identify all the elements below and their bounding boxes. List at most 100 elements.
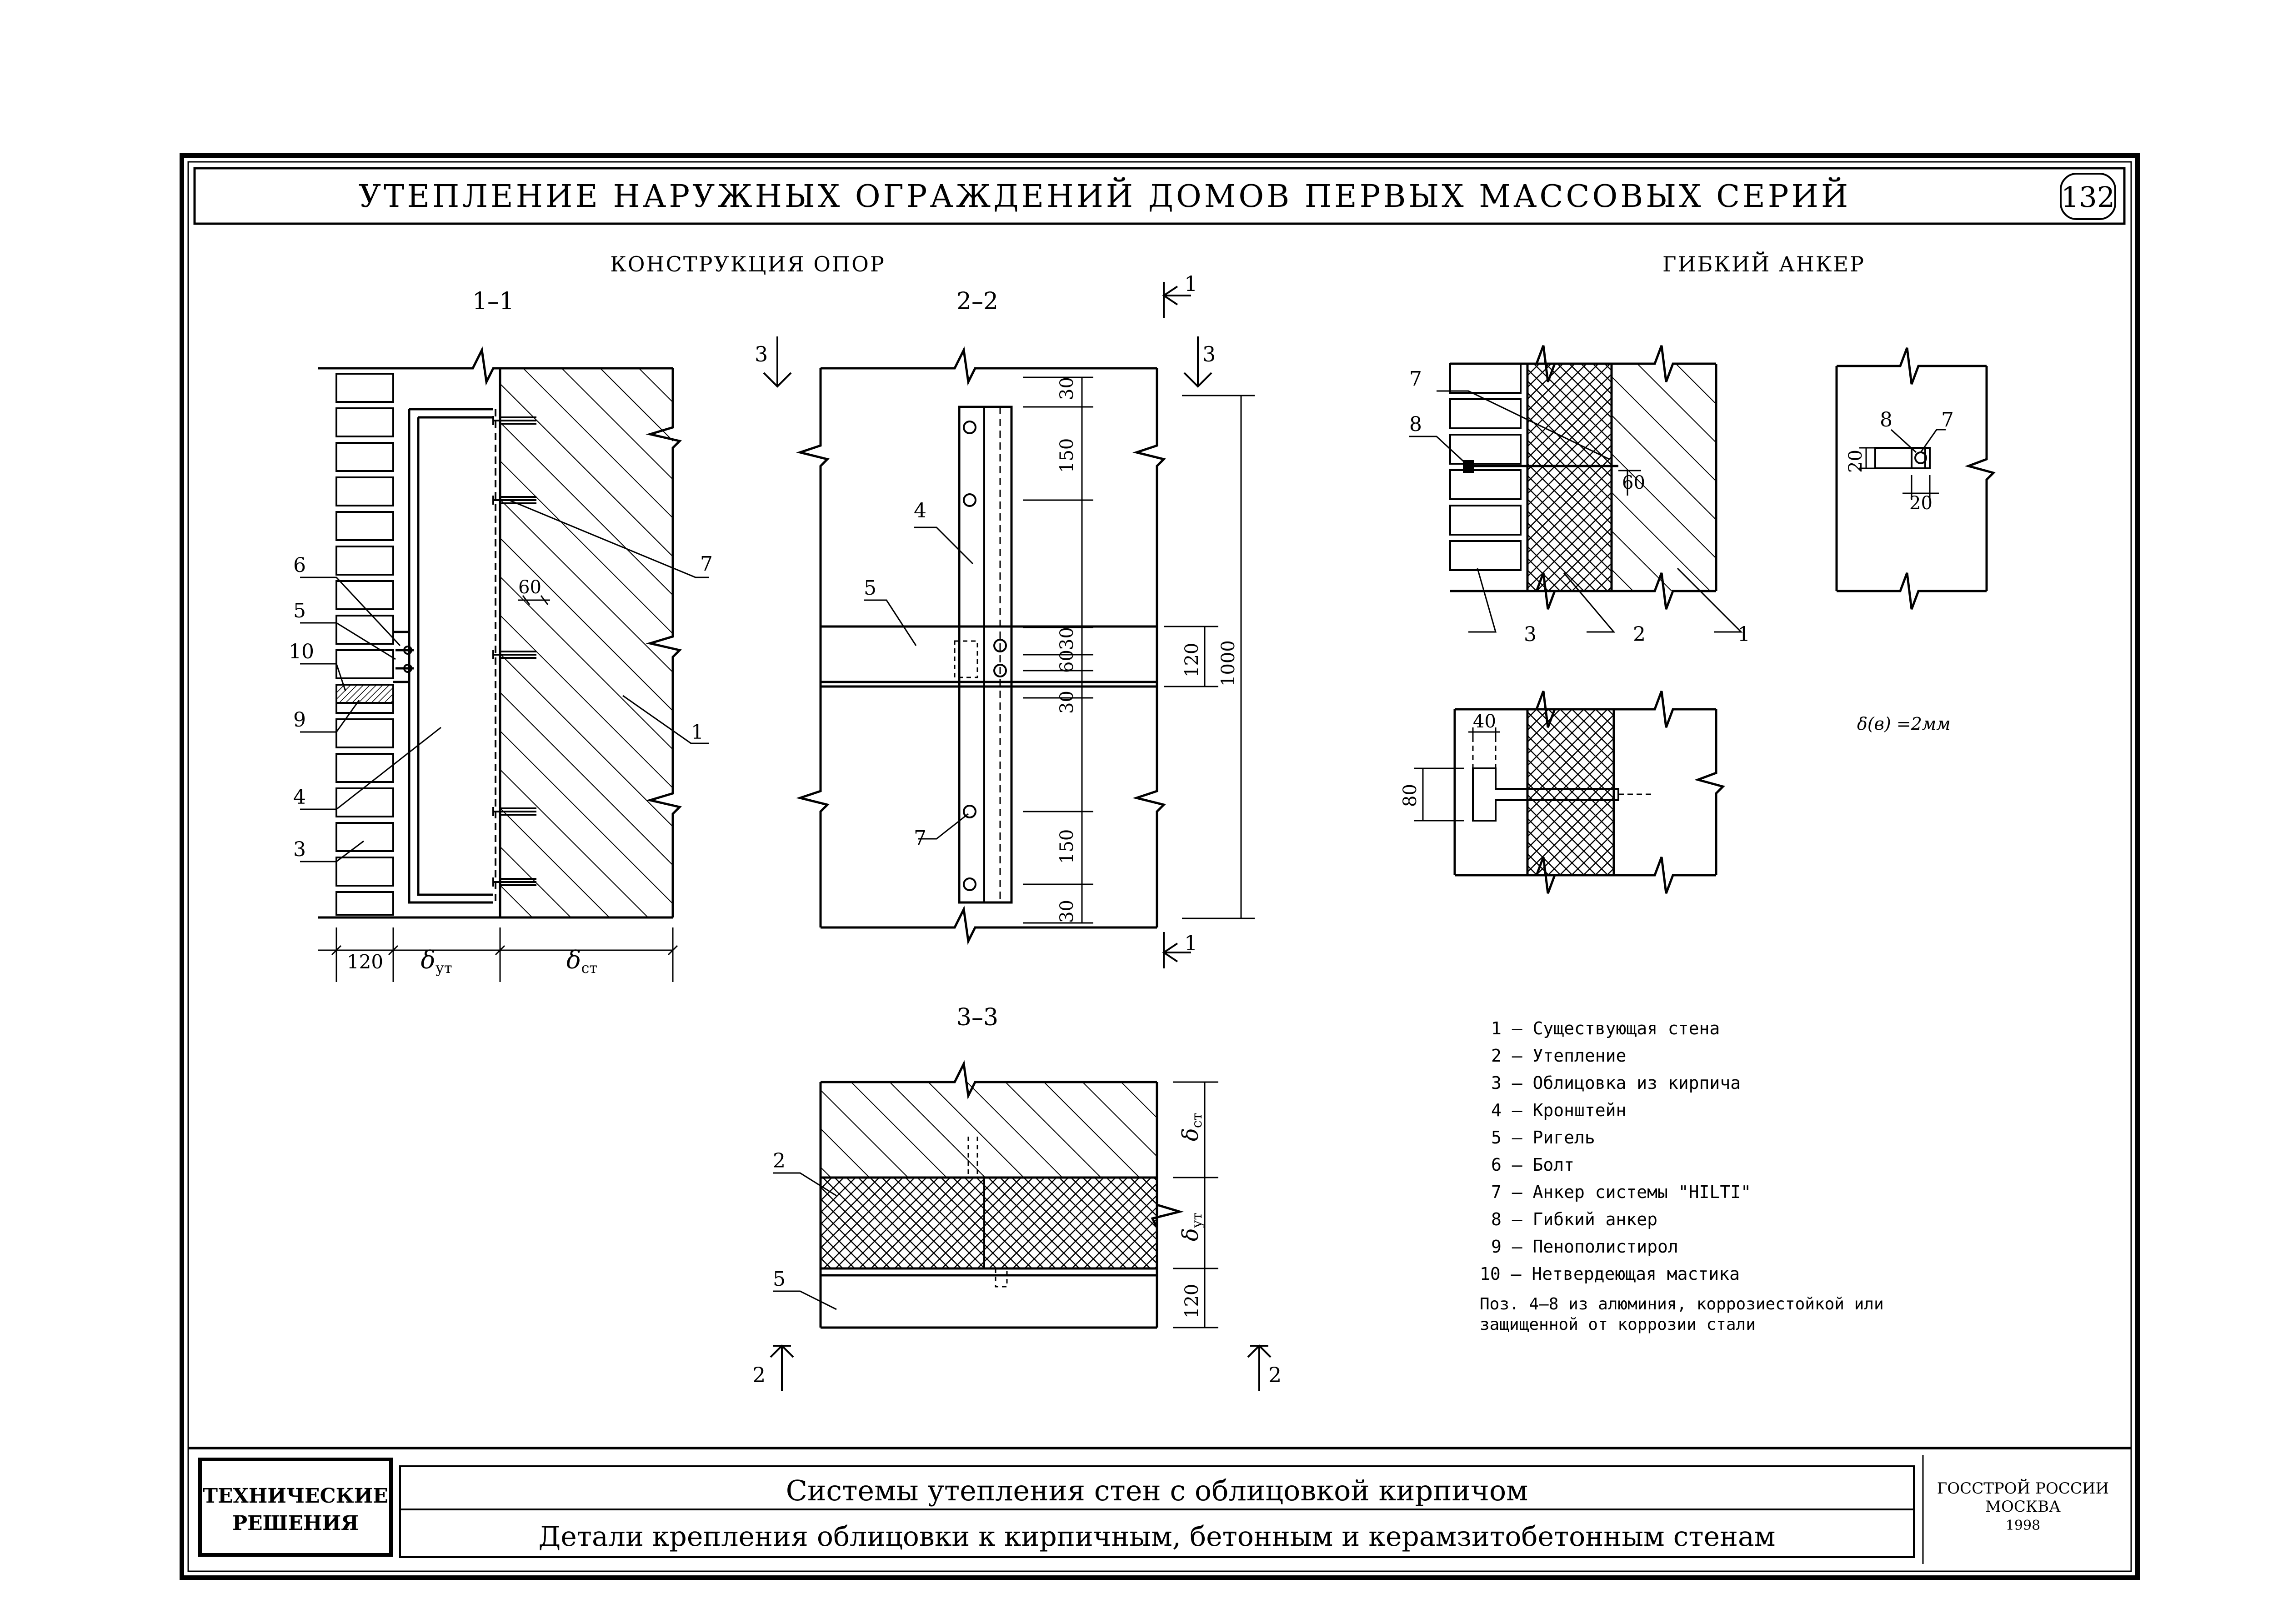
cut-mark-1-bottom: 1 [1184,931,1197,955]
title-block-category-2: РЕШЕНИЯ [232,1512,359,1535]
sheet-title: УТЕПЛЕНИЕ НАРУЖНЫХ ОГРАЖДЕНИЙ ДОМОВ ПЕРВ… [359,177,1851,215]
sheet-frame [180,153,2140,1580]
callout-5-3-3: 5 [773,1268,786,1291]
callout-7-anchor: 7 [1409,367,1422,391]
legend-item-1: 1 – Существующая стена [1491,1018,1720,1038]
callout-1-anchor: 1 [1737,623,1750,646]
bracket-holes [963,421,1007,891]
section-3-3: 3–3 δст δут 120 2 2 2 5 [752,1004,1282,1391]
dim-30-mid2: 30 [1056,691,1077,714]
callout-3-anchor: 3 [1524,623,1537,646]
section-2-2: 2–2 30 150 30 60 30 150 30 120 1000 3 [755,271,1255,968]
dim-delta-st-3-3: δст [1178,1113,1205,1141]
dim-40: 40 [1473,711,1496,732]
callout-5-2-2: 5 [864,576,876,600]
legend-item-7: 7 – Анкер системы "HILTI" [1491,1182,1751,1202]
dim-20-vertical: 20 [1845,450,1866,473]
callout-9-1-1: 9 [293,708,306,732]
callout-2-3-3: 2 [773,1149,786,1173]
dim-150-top: 150 [1056,438,1077,473]
page-number: 132 [2061,180,2115,214]
legend-item-5: 5 – Ригель [1491,1128,1595,1148]
dim-20-horizontal: 20 [1909,493,1933,514]
dim-delta-ut-3-3: δут [1178,1213,1205,1241]
dim-delta-st-sub: ст [581,959,597,977]
dim-delta-st: δст [566,946,597,977]
callout-3-1-1: 3 [293,838,306,861]
dim-120-1-1: 120 [347,951,383,973]
legend-item-9: 9 – Пенополистирол [1491,1237,1678,1257]
section-3-3-label: 3–3 [956,1004,998,1031]
dim-120-2-2: 120 [1182,643,1202,677]
callout-7-1-1: 7 [700,552,713,576]
existing-wall-hatch [500,368,673,917]
section-2-2-label: 2–2 [956,288,998,315]
dim-1000: 1000 [1218,640,1239,687]
dim-60-mid: 60 [1056,650,1077,673]
callout-7-2-2: 7 [914,827,926,850]
cut-mark-3-left: 3 [755,342,768,366]
dim-delta-st-3-3-sub: ст [1189,1113,1205,1128]
callout-10-1-1: 10 [289,640,314,663]
legend-item-3: 3 – Облицовка из кирпича [1491,1073,1741,1093]
note-line-2: защищенной от коррозии стали [1480,1315,1756,1334]
legend-item-2: 2 – Утепление [1491,1046,1626,1066]
dim-delta-ut: δут [421,946,452,977]
insulation-anchor [1526,362,1613,592]
cut-mark-2-left: 2 [752,1363,766,1387]
title-block-org-3: 1998 [2006,1518,2040,1534]
wall-hatch-3-3 [821,1082,1157,1178]
brick-cladding [335,373,394,916]
callout-8-anchor: 8 [1409,413,1422,436]
callout-1-1-1: 1 [691,721,704,744]
dim-60-1-1: 60 [518,577,541,598]
callout-2-anchor: 2 [1633,623,1646,646]
thickness-note: δ(в) =2мм [1857,714,1951,734]
hilti-anchors [492,416,536,887]
title-block-org-1: ГОССТРОЙ РОССИИ [1937,1479,2109,1498]
cut-mark-3-right: 3 [1202,342,1216,366]
title-block-name-2: Детали крепления облицовки к кирпичным, … [539,1521,1776,1553]
callout-4-1-1: 4 [293,786,306,809]
title-block-org-2: МОСКВА [1985,1498,2061,1516]
flexible-anchor-section: 60 7 8 3 2 1 20 20 8 7 40 80 δ(в) =2мм [1400,345,1996,894]
dim-delta-ut-symbol: δ [421,946,436,974]
dim-delta-ut-sub: ут [436,959,452,977]
section-1-1: 1–1 [289,288,713,982]
callout-7-plan: 7 [1941,408,1954,431]
dim-60-anchor: 60 [1622,472,1645,493]
dim-delta-st-3-3-symbol: δ [1178,1128,1203,1141]
mastic-layer [335,684,394,704]
title-block: ТЕХНИЧЕСКИЕ РЕШЕНИЯ Системы утепления ст… [188,1447,2131,1564]
section-1-1-label: 1–1 [472,288,514,315]
callout-6-1-1: 6 [293,554,306,577]
cut-mark-1-top: 1 [1184,271,1197,296]
note-line-1: Поз. 4–8 из алюминия, коррозиестойкой ил… [1480,1295,1884,1313]
section-title-supports: КОНСТРУКЦИЯ ОПОР [610,252,886,276]
legend-item-10: 10 – Нетвердеющая мастика [1480,1264,1740,1284]
dim-delta-ut-3-3-symbol: δ [1178,1228,1203,1241]
legend: 1 – Существующая стена 2 – Утепление 3 –… [1480,1018,1884,1334]
dim-150-bottom: 150 [1056,829,1077,864]
callout-8-plan: 8 [1880,408,1892,431]
dim-delta-ut-3-3-sub: ут [1189,1213,1205,1228]
dim-30-bottom: 30 [1056,900,1077,923]
dim-30-mid1: 30 [1056,627,1077,650]
page-number-frame [2060,173,2116,220]
insulation-3-3 [819,1176,1158,1270]
cut-mark-2-right: 2 [1268,1363,1282,1387]
dim-delta-st-symbol: δ [566,946,581,974]
callout-4-2-2: 4 [914,499,926,522]
legend-item-6: 6 – Болт [1491,1155,1574,1175]
legend-item-4: 4 – Кронштейн [1491,1100,1626,1120]
title-block-name-1: Системы утепления стен с облицовкой кирп… [786,1474,1528,1507]
dim-30-top: 30 [1056,377,1077,400]
dim-80: 80 [1400,784,1421,807]
callout-5-1-1: 5 [293,599,306,622]
dim-120-3-3: 120 [1182,1284,1202,1318]
title-block-category-1: ТЕХНИЧЕСКИЕ [203,1484,388,1508]
legend-item-8: 8 – Гибкий анкер [1491,1209,1657,1229]
section-title-flexible-anchor: ГИБКИЙ АНКЕР [1662,251,1865,276]
insulation-anchor-lower [1526,708,1615,877]
